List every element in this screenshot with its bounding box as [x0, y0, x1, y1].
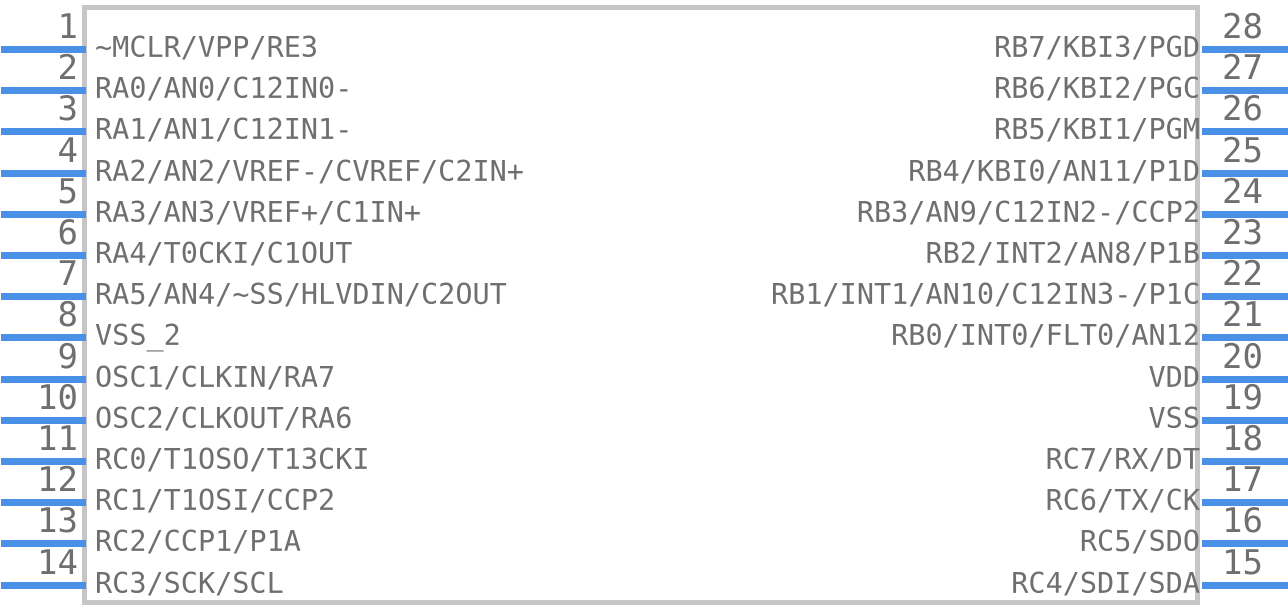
- pin-number-left: 7: [57, 254, 78, 295]
- pin-name-right: RB3/AN9/C12IN2-/CCP2: [856, 195, 1200, 229]
- pin-name-right: RC4/SDI/SDA: [1011, 566, 1200, 600]
- pin-lead-left[interactable]: [1, 128, 86, 136]
- chip-body-outline: [82, 5, 1200, 605]
- pin-number-right: 22: [1222, 254, 1263, 295]
- pin-number-right: 17: [1222, 460, 1263, 501]
- pin-lead-right[interactable]: [1202, 293, 1288, 301]
- pin-lead-left[interactable]: [1, 499, 86, 507]
- pin-name-left: RC2/CCP1/P1A: [95, 525, 301, 559]
- pin-number-left: 6: [57, 213, 78, 253]
- pin-lead-right[interactable]: [1202, 375, 1288, 383]
- pin-number-left: 2: [57, 48, 78, 89]
- pin-name-left: RC0/T1OSO/T13CKI: [95, 443, 370, 476]
- pin-lead-left[interactable]: [1, 416, 86, 424]
- pin-name-left: RA5/AN4/~SS/HLVDIN/C2OUT: [95, 278, 507, 312]
- pin-name-right: RB0/INT0/FLT0/AN12: [891, 319, 1200, 353]
- pin-lead-right[interactable]: [1202, 458, 1288, 465]
- pin-name-right: VDD: [1148, 360, 1200, 394]
- pin-name-right: RC7/RX/DT: [1045, 443, 1200, 476]
- pin-lead-left[interactable]: [1, 252, 86, 259]
- pin-number-left: 10: [37, 377, 78, 418]
- pin-number-right: 27: [1222, 48, 1263, 89]
- pin-name-right: RB1/INT1/AN10/C12IN3-/P1C: [771, 278, 1200, 312]
- pin-lead-right[interactable]: [1202, 540, 1288, 548]
- pin-name-left: RA3/AN3/VREF+/C1IN+: [95, 195, 422, 229]
- pin-lead-right[interactable]: [1202, 87, 1288, 95]
- pin-lead-right[interactable]: [1202, 252, 1288, 259]
- pin-lead-left[interactable]: [1, 87, 86, 95]
- pin-lead-right[interactable]: [1202, 581, 1288, 589]
- pin-lead-left[interactable]: [1, 210, 86, 218]
- pin-lead-right[interactable]: [1202, 46, 1288, 53]
- pin-name-left: RA2/AN2/VREF-/CVREF/C2IN+: [95, 154, 524, 188]
- pin-number-right: 28: [1222, 7, 1263, 47]
- pin-lead-right[interactable]: [1202, 334, 1288, 342]
- pin-lead-right[interactable]: [1202, 210, 1288, 218]
- pin-number-right: 18: [1222, 419, 1263, 459]
- pin-name-left: RA0/AN0/C12IN0-: [95, 72, 353, 106]
- pin-lead-left[interactable]: [1, 540, 86, 548]
- pin-number-left: 3: [57, 89, 78, 130]
- pin-name-right: RB7/KBI3/PGD: [994, 31, 1200, 64]
- pin-number-right: 19: [1222, 377, 1263, 418]
- pin-number-right: 23: [1222, 213, 1263, 253]
- pin-number-right: 21: [1222, 295, 1263, 336]
- pin-lead-right[interactable]: [1202, 416, 1288, 424]
- pin-number-right: 15: [1222, 542, 1263, 583]
- pin-number-right: 24: [1222, 171, 1263, 212]
- pin-lead-left[interactable]: [1, 46, 86, 53]
- pin-number-left: 1: [57, 7, 78, 47]
- pin-name-left: OSC1/CLKIN/RA7: [95, 360, 336, 394]
- pin-lead-right[interactable]: [1202, 499, 1288, 507]
- pin-name-right: RC6/TX/CK: [1045, 484, 1200, 518]
- pin-name-left: RC1/T1OSI/CCP2: [95, 484, 336, 518]
- pin-lead-left[interactable]: [1, 581, 86, 589]
- pin-name-left: RA4/T0CKI/C1OUT: [95, 237, 353, 270]
- pin-number-left: 9: [57, 336, 78, 377]
- pin-name-right: RB4/KBI0/AN11/P1D: [908, 154, 1200, 188]
- pin-number-left: 11: [37, 419, 78, 459]
- pin-lead-left[interactable]: [1, 169, 86, 177]
- pin-lead-left[interactable]: [1, 375, 86, 383]
- pin-number-left: 4: [57, 130, 78, 171]
- pin-lead-left[interactable]: [1, 293, 86, 301]
- pin-name-right: RB6/KBI2/PGC: [994, 72, 1200, 106]
- pin-name-right: RC5/SDO: [1079, 525, 1200, 559]
- pin-number-left: 5: [57, 171, 78, 212]
- pin-number-right: 25: [1222, 130, 1263, 171]
- pin-number-left: 14: [37, 542, 78, 583]
- pin-name-right: RB5/KBI1/PGM: [994, 113, 1200, 147]
- pin-lead-right[interactable]: [1202, 169, 1288, 177]
- pin-name-left: ~MCLR/VPP/RE3: [95, 31, 319, 64]
- pin-number-left: 12: [37, 460, 78, 501]
- pin-name-right: VSS: [1148, 401, 1200, 435]
- pin-name-left: VSS_2: [95, 319, 181, 353]
- pin-number-left: 13: [37, 501, 78, 542]
- pin-name-left: RA1/AN1/C12IN1-: [95, 113, 353, 147]
- pin-name-left: OSC2/CLKOUT/RA6: [95, 401, 353, 435]
- pin-number-right: 16: [1222, 501, 1263, 542]
- pin-lead-left[interactable]: [1, 458, 86, 465]
- pin-lead-right[interactable]: [1202, 128, 1288, 136]
- pin-number-left: 8: [57, 295, 78, 336]
- pin-lead-left[interactable]: [1, 334, 86, 342]
- pin-name-left: RC3/SCK/SCL: [95, 566, 284, 600]
- pin-name-right: RB2/INT2/AN8/P1B: [925, 237, 1200, 270]
- pin-number-right: 20: [1222, 336, 1263, 377]
- pin-number-right: 26: [1222, 89, 1263, 130]
